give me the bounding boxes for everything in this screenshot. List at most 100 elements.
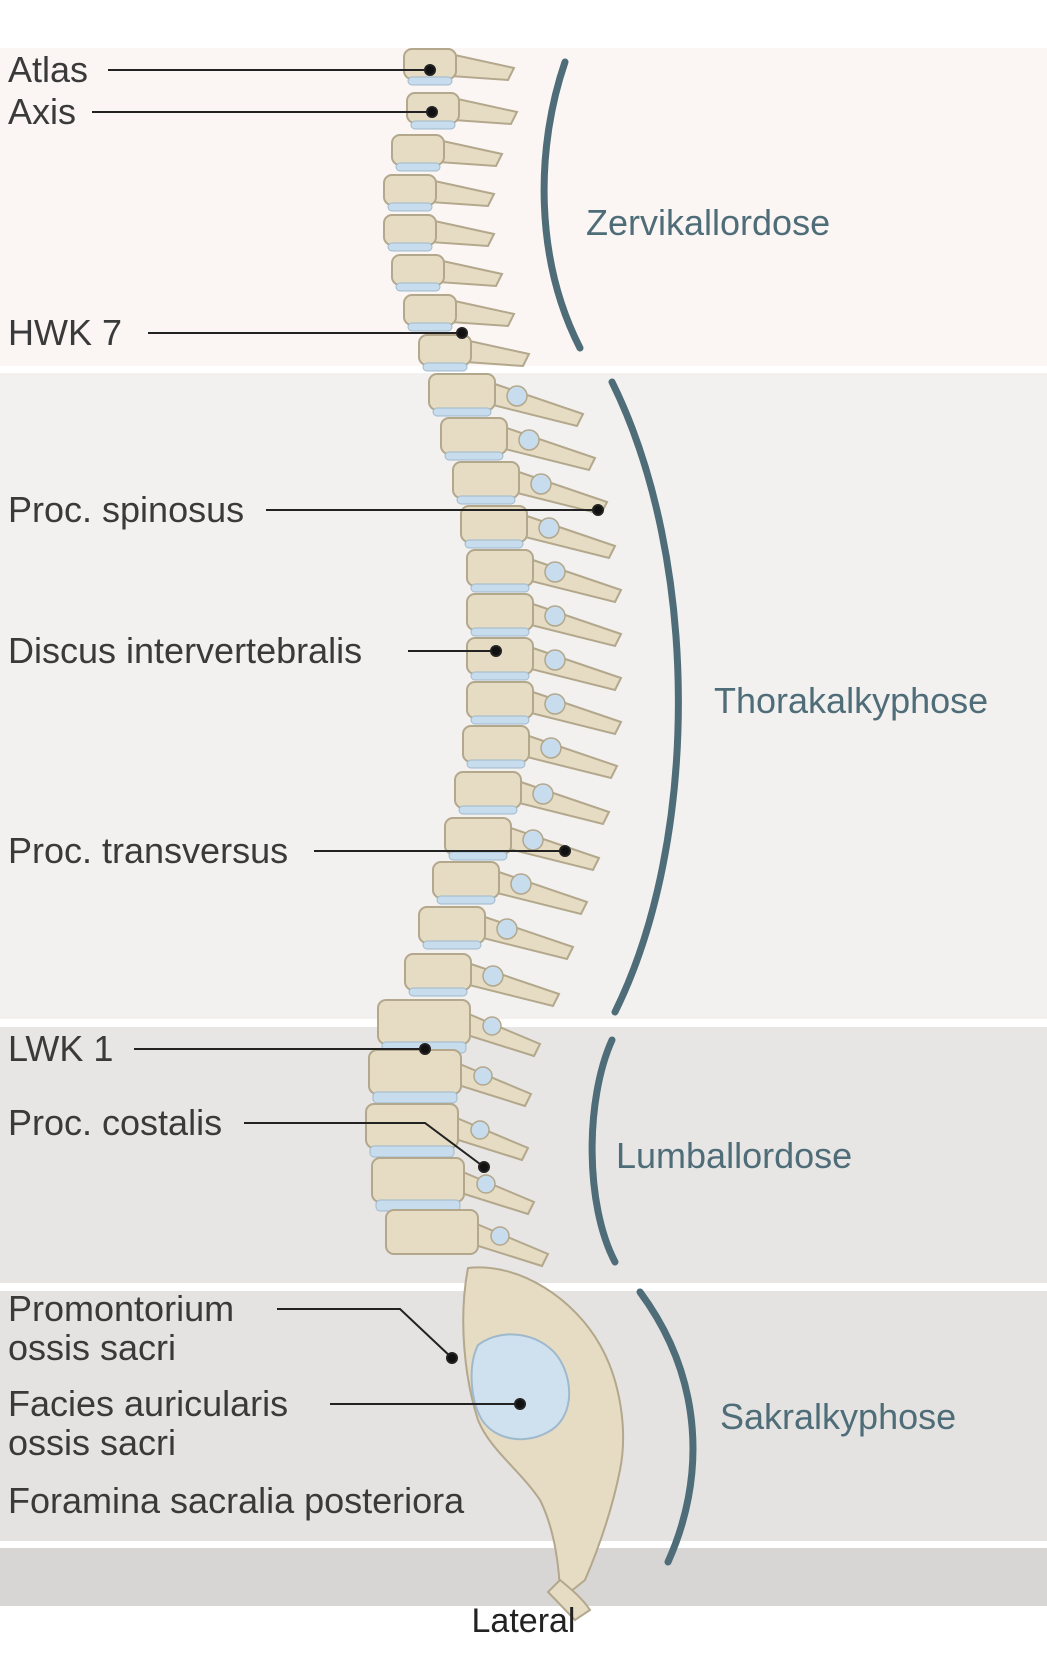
intervertebral-disc	[387, 202, 433, 212]
intervertebral-disc	[466, 759, 526, 769]
vertebral-body	[383, 174, 437, 206]
spinous-process	[526, 600, 623, 648]
spinous-process	[457, 1168, 536, 1216]
vertebral-body	[444, 817, 512, 855]
label-facies-auricularis-line1: Facies auricularis	[8, 1383, 289, 1424]
spinous-process	[471, 1220, 550, 1268]
vertebral-body	[466, 549, 534, 587]
intervertebral-disc	[395, 282, 441, 292]
spinous-process	[429, 218, 496, 248]
intervertebral-disc	[410, 120, 456, 130]
intervertebral-disc	[470, 627, 530, 637]
spinous-process	[429, 178, 496, 208]
label-promontorium-line2: ossis sacri	[8, 1327, 177, 1368]
coccyx	[546, 1578, 592, 1622]
intervertebral-disc	[372, 1091, 458, 1104]
spinous-process	[437, 258, 504, 288]
spinous-process	[504, 824, 601, 872]
sacrum	[462, 1266, 625, 1622]
transverse-process	[473, 1066, 493, 1086]
vertebral-body	[462, 725, 530, 763]
lumbar-curve-bracket	[588, 1036, 619, 1266]
vertebral-body	[466, 637, 534, 675]
label-proc-spinosus: Proc. spinosus	[8, 489, 245, 530]
spinous-process	[526, 644, 623, 692]
intervertebral-disc	[422, 940, 482, 950]
spinous-process	[454, 1060, 533, 1108]
vertebral-body	[383, 214, 437, 246]
cervical-region-band	[0, 48, 1047, 366]
intervertebral-disc	[422, 362, 468, 372]
transverse-process	[544, 693, 566, 715]
sacral-curve-bracket	[636, 1288, 697, 1566]
intervertebral-disc	[470, 671, 530, 681]
spinous-process	[520, 512, 617, 560]
label-lwk1: LWK 1	[8, 1028, 114, 1069]
label-proc-transversus: Proc. transversus	[8, 830, 289, 871]
intervertebral-disc	[432, 407, 492, 417]
transverse-process	[518, 429, 540, 451]
vertebral-body	[466, 681, 534, 719]
spinous-process	[449, 52, 516, 82]
intervertebral-disc	[436, 895, 496, 905]
intervertebral-disc	[448, 851, 508, 861]
thoracic-curve-bracket	[608, 378, 682, 1016]
transverse-process	[540, 737, 562, 759]
vertebral-body	[403, 294, 457, 326]
vertebral-body	[391, 254, 445, 286]
transverse-process	[510, 873, 532, 895]
spinous-process	[451, 1114, 530, 1162]
intervertebral-disc	[464, 539, 524, 549]
intervertebral-disc	[458, 805, 518, 815]
transverse-process	[490, 1226, 510, 1246]
vertebral-body	[404, 953, 472, 991]
label-promontorium-line1: Promontorium	[8, 1288, 235, 1329]
leader-lines	[92, 64, 604, 1410]
transverse-process	[506, 385, 528, 407]
vertebral-body	[440, 417, 508, 455]
spinous-process	[522, 732, 619, 780]
vertebral-body	[454, 771, 522, 809]
transverse-process	[538, 517, 560, 539]
spinous-process	[464, 960, 561, 1008]
spinous-process	[452, 96, 519, 126]
label-proc-costalis: Proc. costalis	[8, 1102, 223, 1143]
intervertebral-disc	[456, 495, 516, 505]
vertebral-body	[418, 334, 472, 366]
view-label: Lateral	[471, 1602, 576, 1640]
vertebral-column	[365, 48, 623, 1268]
transverse-process	[482, 1016, 502, 1036]
cervical-curve-bracket	[540, 58, 584, 352]
transverse-process	[530, 473, 552, 495]
intervertebral-disc	[407, 322, 453, 332]
intervertebral-disc	[408, 987, 468, 997]
region-sacral: Sakralkyphose	[720, 1396, 957, 1437]
coccyx-region-band	[0, 1548, 1047, 1606]
spinous-process	[492, 868, 589, 916]
spinous-process	[437, 138, 504, 168]
transverse-process	[544, 605, 566, 627]
transverse-process	[496, 918, 518, 940]
region-lumbar: Lumballordose	[616, 1135, 853, 1176]
spinous-process	[514, 778, 611, 826]
transverse-process	[544, 561, 566, 583]
label-discus-intervertebralis: Discus intervertebralis	[8, 630, 363, 671]
transverse-process	[544, 649, 566, 671]
region-cervical: Zervikallordose	[586, 202, 831, 243]
vertebral-body	[377, 999, 471, 1045]
vertebral-body	[428, 373, 496, 411]
intervertebral-disc	[387, 242, 433, 252]
spinous-process	[526, 556, 623, 604]
label-facies-auricularis-line2: ossis sacri	[8, 1422, 177, 1463]
intervertebral-disc	[470, 583, 530, 593]
spinous-process	[463, 1010, 542, 1058]
vertebral-body	[368, 1049, 462, 1095]
vertebral-body	[460, 505, 528, 543]
intervertebral-disc	[470, 715, 530, 725]
intervertebral-disc	[444, 451, 504, 461]
intervertebral-disc	[395, 162, 441, 172]
label-atlas: Atlas	[8, 49, 89, 90]
spinous-process	[478, 913, 575, 961]
vertebral-body	[466, 593, 534, 631]
